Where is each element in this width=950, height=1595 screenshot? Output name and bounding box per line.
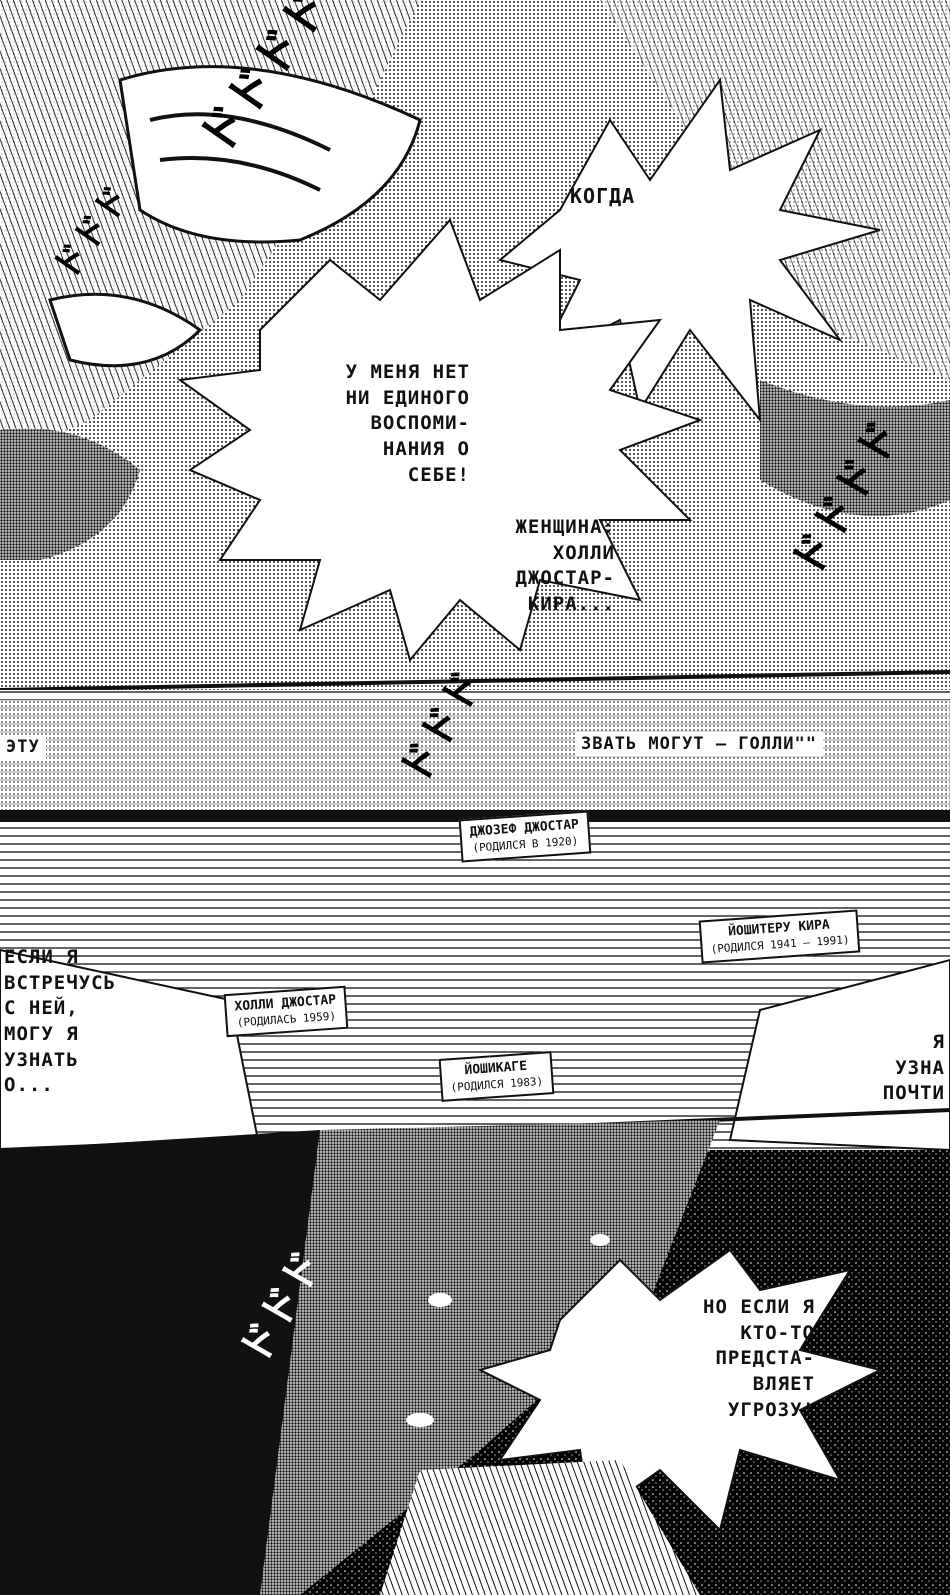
- speech-woman-holly: ЖЕНЩИНА: ХОЛЛИ ДЖОСТАР- КИРА...: [515, 516, 615, 615]
- speech-threat: НО ЕСЛИ Я КТО-ТО ПРЕДСТА- ВЛЯЕТ УГРОЗУ!: [703, 1296, 815, 1421]
- speech-i-learned: Я УЗНА ПОЧТИ: [882, 1031, 945, 1105]
- burst-balloon-bottom: [477, 1248, 883, 1532]
- banner-left: ЭТУ: [0, 735, 46, 759]
- burst-balloon-center: [177, 218, 703, 663]
- caption-yoshikage: ЙОШИКАГЕ (РОДИЛСЯ 1983): [438, 1051, 555, 1103]
- caption-holly: ХОЛЛИ ДЖОСТАР (РОДИЛАСЬ 1959): [223, 985, 349, 1038]
- banner-right: ЗВАТЬ МОГУТ – ГОЛЛИ"": [575, 732, 823, 756]
- speech-no-memory: У МЕНЯ НЕТ НИ ЕДИНОГО ВОСПОМИ- НАНИЯ О С…: [345, 361, 470, 486]
- caption-joseph: ДЖОЗЕФ ДЖОСТАР (РОДИЛСЯ В 1920): [458, 810, 591, 863]
- speech-if-i-meet: ЕСЛИ Я ВСТРЕЧУСЬ С НЕЙ, МОГУ Я УЗНАТЬ О.…: [4, 946, 116, 1097]
- speech-kogda: КОГДА: [570, 184, 636, 208]
